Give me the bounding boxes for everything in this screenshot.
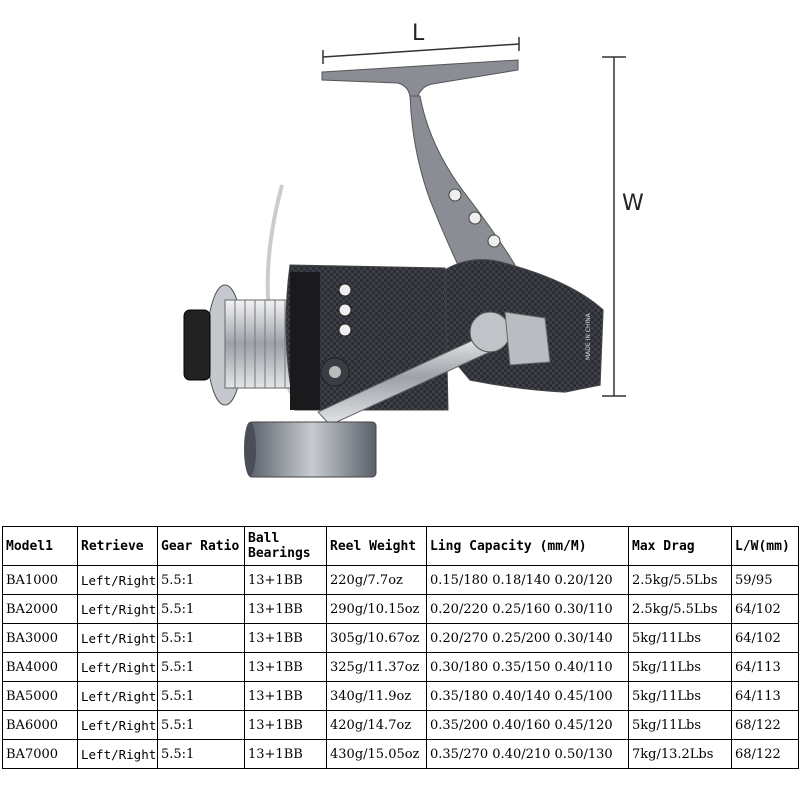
reel-illustration: MADE IN CHINA <box>183 59 604 478</box>
body-text: MADE IN CHINA <box>585 312 592 360</box>
cell-ball-bearings: 13+1BB <box>244 565 327 595</box>
table-row: BA5000 Left/Right 5.5:1 13+1BB 340g/11.9… <box>2 681 799 711</box>
cell-reel-weight: 340g/11.9oz <box>326 681 427 711</box>
table-row: BA6000 Left/Right 5.5:1 13+1BB 420g/14.7… <box>2 710 799 740</box>
cell-ball-bearings: 13+1BB <box>244 681 327 711</box>
cell-reel-weight: 420g/14.7oz <box>326 710 427 740</box>
cell-line-capacity: 0.35/200 0.40/160 0.45/120 <box>426 710 629 740</box>
cell-reel-weight: 325g/11.37oz <box>326 652 427 682</box>
width-dimension: W <box>602 56 644 397</box>
header-line-capacity: Ling Capacity (mm/M) <box>426 526 629 566</box>
table-row: BA3000 Left/Right 5.5:1 13+1BB 305g/10.6… <box>2 623 799 653</box>
header-reel-weight: Reel Weight <box>326 526 427 566</box>
cell-model: BA2000 <box>2 594 78 624</box>
cell-reel-weight: 290g/10.15oz <box>326 594 427 624</box>
cell-gear-ratio: 5.5:1 <box>157 623 245 653</box>
cell-reel-weight: 430g/15.05oz <box>326 739 427 769</box>
cell-line-capacity: 0.35/270 0.40/210 0.50/130 <box>426 739 629 769</box>
cell-ball-bearings: 13+1BB <box>244 594 327 624</box>
cell-lw: 64/102 <box>731 623 799 653</box>
length-dimension: L <box>322 21 520 64</box>
cell-ball-bearings: 13+1BB <box>244 623 327 653</box>
cell-lw: 64/113 <box>731 652 799 682</box>
cell-ball-bearings: 13+1BB <box>244 652 327 682</box>
cell-model: BA1000 <box>2 565 78 595</box>
cell-line-capacity: 0.30/180 0.35/150 0.40/110 <box>426 652 629 682</box>
handle-knob <box>247 421 377 478</box>
cell-line-capacity: 0.15/180 0.18/140 0.20/120 <box>426 565 629 595</box>
header-gear-ratio: Gear Ratio <box>157 526 245 566</box>
cell-retrieve: Left/Right <box>77 565 158 595</box>
cell-gear-ratio: 5.5:1 <box>157 681 245 711</box>
cell-model: BA7000 <box>2 739 78 769</box>
cell-model: BA5000 <box>2 681 78 711</box>
length-label: L <box>412 21 425 46</box>
header-max-drag: Max Drag <box>628 526 732 566</box>
table-header-row: Model1 Retrieve Gear Ratio Ball Bearings… <box>2 526 799 566</box>
cell-lw: 64/102 <box>731 594 799 624</box>
cell-line-capacity: 0.35/180 0.40/140 0.45/100 <box>426 681 629 711</box>
cell-lw: 68/122 <box>731 739 799 769</box>
width-label: W <box>622 191 644 216</box>
cell-ball-bearings: 13+1BB <box>244 739 327 769</box>
cell-lw: 64/113 <box>731 681 799 711</box>
cell-retrieve: Left/Right <box>77 710 158 740</box>
cell-max-drag: 5kg/11Lbs <box>628 681 732 711</box>
cell-max-drag: 5kg/11Lbs <box>628 623 732 653</box>
spec-table: Model1 Retrieve Gear Ratio Ball Bearings… <box>2 526 799 769</box>
cell-gear-ratio: 5.5:1 <box>157 710 245 740</box>
reel-figure: L W MADE IN CHINA <box>183 21 644 478</box>
cell-retrieve: Left/Right <box>77 623 158 653</box>
reel-stem <box>409 95 516 291</box>
header-lw: L/W(mm) <box>731 526 799 566</box>
cell-reel-weight: 220g/7.7oz <box>326 565 427 595</box>
cell-max-drag: 2.5kg/5.5Lbs <box>628 594 732 624</box>
cell-gear-ratio: 5.5:1 <box>157 652 245 682</box>
cell-model: BA6000 <box>2 710 78 740</box>
header-model: Model1 <box>2 526 78 566</box>
cell-lw: 59/95 <box>731 565 799 595</box>
cell-retrieve: Left/Right <box>77 739 158 769</box>
cell-retrieve: Left/Right <box>77 594 158 624</box>
header-ball-bearings: Ball Bearings <box>244 526 327 566</box>
cell-model: BA4000 <box>2 652 78 682</box>
cell-max-drag: 2.5kg/5.5Lbs <box>628 565 732 595</box>
cell-line-capacity: 0.20/270 0.25/200 0.30/140 <box>426 623 629 653</box>
cell-ball-bearings: 13+1BB <box>244 710 327 740</box>
cell-line-capacity: 0.20/220 0.25/160 0.30/110 <box>426 594 629 624</box>
cell-max-drag: 5kg/11Lbs <box>628 710 732 740</box>
reel-foot <box>321 59 519 97</box>
table-row: BA4000 Left/Right 5.5:1 13+1BB 325g/11.3… <box>2 652 799 682</box>
cell-reel-weight: 305g/10.67oz <box>326 623 427 653</box>
table-row: BA1000 Left/Right 5.5:1 13+1BB 220g/7.7o… <box>2 565 799 595</box>
cell-gear-ratio: 5.5:1 <box>157 565 245 595</box>
cell-retrieve: Left/Right <box>77 652 158 682</box>
cell-retrieve: Left/Right <box>77 681 158 711</box>
table-row: BA2000 Left/Right 5.5:1 13+1BB 290g/10.1… <box>2 594 799 624</box>
drag-knob <box>183 309 211 381</box>
cell-model: BA3000 <box>2 623 78 653</box>
cell-lw: 68/122 <box>731 710 799 740</box>
cell-gear-ratio: 5.5:1 <box>157 594 245 624</box>
header-retrieve: Retrieve <box>77 526 158 566</box>
table-row: BA7000 Left/Right 5.5:1 13+1BB 430g/15.0… <box>2 739 799 769</box>
cell-max-drag: 7kg/13.2Lbs <box>628 739 732 769</box>
cell-max-drag: 5kg/11Lbs <box>628 652 732 682</box>
cell-gear-ratio: 5.5:1 <box>157 739 245 769</box>
